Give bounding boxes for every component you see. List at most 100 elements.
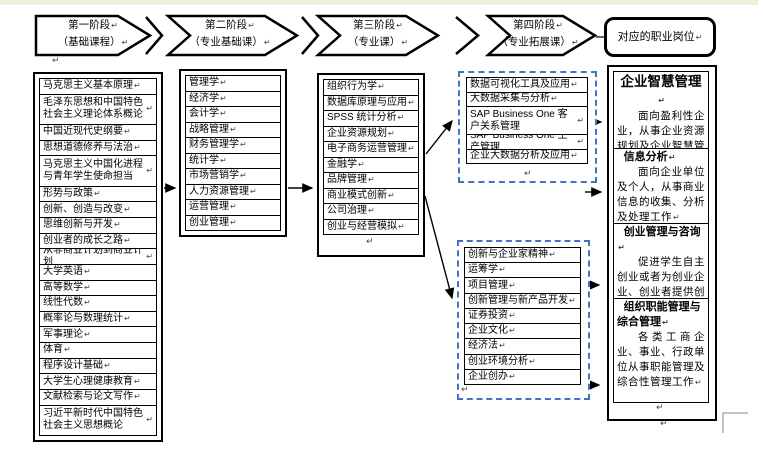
paragraph-mark: ↵ (124, 235, 131, 245)
stage-banner-2-label: 第二阶段↵ （专业基础课）↵ (189, 19, 271, 48)
job-section-information-analysis: 信息分析↵ 面向企业单位及个人，从事商业信息的收集、分析及处理工作↵ (614, 149, 708, 224)
paragraph-mark: ↵ (64, 345, 71, 355)
paragraph-mark: ↵ (695, 378, 703, 388)
paragraph-mark: ↵ (571, 38, 579, 47)
paragraph-mark: ↵ (398, 221, 405, 231)
course-item: 马克思主义基本原理↵ (40, 79, 156, 95)
chevron-separator-icon[interactable] (301, 16, 320, 55)
job-roles-list: 企业智慧管理↵ 面向盈利性企业，从事企业资源规划及企业智慧管理运营工作.↵ 信息… (613, 71, 709, 403)
chevron-separator-icon[interactable] (145, 16, 164, 55)
course-item: 大数据采集与分析↵ (467, 93, 587, 107)
course-item: 数据库原理与应用↵ (324, 96, 418, 111)
paragraph-mark: ↵ (220, 109, 227, 119)
course-item: 习近平新时代中国特色社会主义思想概论↵ (43, 408, 153, 432)
course-item: 企业大数据分析及应用↵ (470, 150, 578, 162)
job-section-startup-consulting: 创业管理与咨询↵ 促进学生自主创业或者为创业企业、创业者提供创业服务和创业辅导.… (614, 224, 708, 300)
paragraph-mark: ↵ (220, 78, 227, 88)
job-section-smart-management: 企业智慧管理↵ 面向盈利性企业，从事企业资源规划及企业智慧管理运营工作.↵ (614, 72, 708, 149)
course-item: 军事理论↵ (40, 327, 156, 344)
course-item: 项目管理↵ (465, 278, 580, 294)
stage-banner-3-shape[interactable] (314, 14, 441, 57)
course-item: 马克思主义中国化进程与青年学生使命担当↵ (40, 156, 156, 187)
paragraph-mark: ↵ (577, 115, 584, 125)
paragraph-mark: ↵ (509, 280, 516, 290)
paragraph-mark: ↵ (569, 295, 576, 305)
paragraph-mark: ↵ (549, 250, 556, 260)
stage4-top-course-box[interactable]: 数据可视化工具及应用↵大数据采集与分析↵SAP Business One 客户关… (458, 71, 597, 183)
paragraph-mark: ↵ (499, 265, 506, 275)
course-item: 中国近现代史纲要↵ (40, 125, 156, 141)
stage-banner-2-shape[interactable] (164, 14, 300, 57)
paragraph-mark: ↵ (668, 152, 676, 162)
paragraph-mark: ↵ (104, 361, 111, 371)
paragraph-mark: ↵ (571, 151, 578, 161)
paragraph-mark: ↵ (124, 204, 131, 214)
course-item: 创业管理↵ (189, 216, 237, 228)
course-item: 思维创新与开发↵ (40, 218, 156, 234)
course-item: 品牌管理↵ (324, 173, 418, 189)
paragraph-mark: ↵ (358, 159, 365, 169)
course-item: 概率论与数理统计↵ (40, 312, 156, 328)
course-item: 经济学↵ (186, 92, 280, 107)
paragraph-mark: ↵ (571, 79, 578, 89)
paragraph-mark: ↵ (84, 298, 91, 308)
paragraph-mark: ↵ (134, 81, 141, 91)
course-item: 高等数学↵ (40, 281, 156, 297)
stage-banner-1-label: 第一阶段↵ （基础课程）↵ (57, 19, 129, 48)
chevron-separator-icon[interactable] (455, 16, 480, 55)
paragraph-mark: ↵ (121, 38, 129, 47)
paragraph-mark: ↵ (658, 96, 665, 105)
paragraph-mark: ↵ (509, 310, 516, 320)
course-item: 经济法↵ (465, 339, 580, 355)
paragraph-mark: ↵ (695, 33, 703, 42)
paragraph-mark: ↵ (84, 267, 91, 277)
paragraph-mark: ↵ (263, 38, 271, 47)
stage1-course-list: 马克思主义基本原理↵毛泽东思想和中国特色社会主义理论体系概论↵中国近现代史纲要↵… (39, 78, 157, 436)
stage-banner-3-label: 第三阶段↵ （专业课）↵ (347, 19, 409, 48)
corner-resize-handle[interactable] (722, 412, 748, 433)
course-item: 运营管理↵ (186, 200, 280, 216)
course-item: 创新管理与新产品开发↵ (465, 294, 580, 309)
paragraph-mark: ↵ (509, 326, 516, 336)
paragraph-mark: ↵ (114, 220, 121, 230)
paragraph-mark: ↵ (656, 402, 664, 412)
job-positions-title-box[interactable]: 对应的职业岗位↵ (604, 17, 716, 57)
stage2-course-box[interactable]: 管理学↵经济学↵会计学↵战略管理↵财务管理学↵统计学↵市场营销学↵人力资源管理↵… (179, 69, 287, 237)
course-item: 数据可视化工具及应用↵ (467, 78, 587, 93)
paragraph-mark: ↵ (499, 341, 506, 351)
course-item: 组织行为学↵ (324, 80, 418, 96)
paragraph-mark: ↵ (134, 376, 141, 386)
paragraph-mark: ↵ (146, 415, 153, 425)
stage4-bottom-course-box[interactable]: 创新与企业家精神↵运筹学↵项目管理↵创新管理与新产品开发↵证券投资↵企业文化↵经… (457, 240, 590, 400)
paragraph-mark: ↵ (368, 206, 375, 216)
paragraph-mark: ↵ (396, 21, 403, 30)
course-item: 企业创办↵ (468, 370, 516, 382)
paragraph-mark: ↵ (84, 329, 91, 339)
paragraph-mark: ↵ (524, 168, 532, 178)
stage-banner-4-shape[interactable] (484, 14, 598, 57)
job-roles-box[interactable]: 企业智慧管理↵ 面向盈利性企业，从事企业资源规划及企业智慧管理运营工作.↵ 信息… (607, 65, 717, 421)
paragraph-mark: ↵ (134, 392, 141, 402)
paragraph-mark: ↵ (220, 93, 227, 103)
paragraph-mark: ↵ (146, 165, 153, 175)
paragraph-mark: ↵ (408, 97, 415, 107)
paragraph-mark: ↵ (240, 171, 247, 181)
course-item: 公司治理↵ (324, 204, 418, 220)
course-item: 商业模式创新↵ (324, 189, 418, 204)
course-item: 毛泽东思想和中国特色社会主义理论体系概论↵ (40, 95, 156, 125)
paragraph-mark: ↵ (378, 82, 385, 92)
course-item: SAP Business One 生产管理↵ (467, 135, 587, 150)
paragraph-mark: ↵ (388, 128, 395, 138)
stage1-course-box[interactable]: 马克思主义基本原理↵毛泽东思想和中国特色社会主义理论体系概论↵中国近现代史纲要↵… (33, 72, 163, 442)
course-item: 体育↵ (40, 343, 156, 359)
stage3-course-box[interactable]: 组织行为学↵数据库原理与应用↵SPSS 统计分析↵企业资源规划↵电子商务运营管理… (317, 73, 425, 257)
stage2-course-list: 管理学↵经济学↵会计学↵战略管理↵财务管理学↵统计学↵市场营销学↵人力资源管理↵… (185, 75, 281, 231)
stage4-bottom-course-list: 创新与企业家精神↵运筹学↵项目管理↵创新管理与新产品开发↵证券投资↵企业文化↵经… (464, 247, 581, 385)
paragraph-mark: ↵ (52, 55, 60, 65)
paragraph-mark: ↵ (124, 127, 131, 137)
stage-banner-1-shape[interactable] (34, 14, 153, 57)
paragraph-mark: ↵ (577, 136, 584, 146)
paragraph-mark: ↵ (618, 242, 625, 252)
course-item: SAP Business One 客户关系管理↵ (467, 107, 587, 135)
